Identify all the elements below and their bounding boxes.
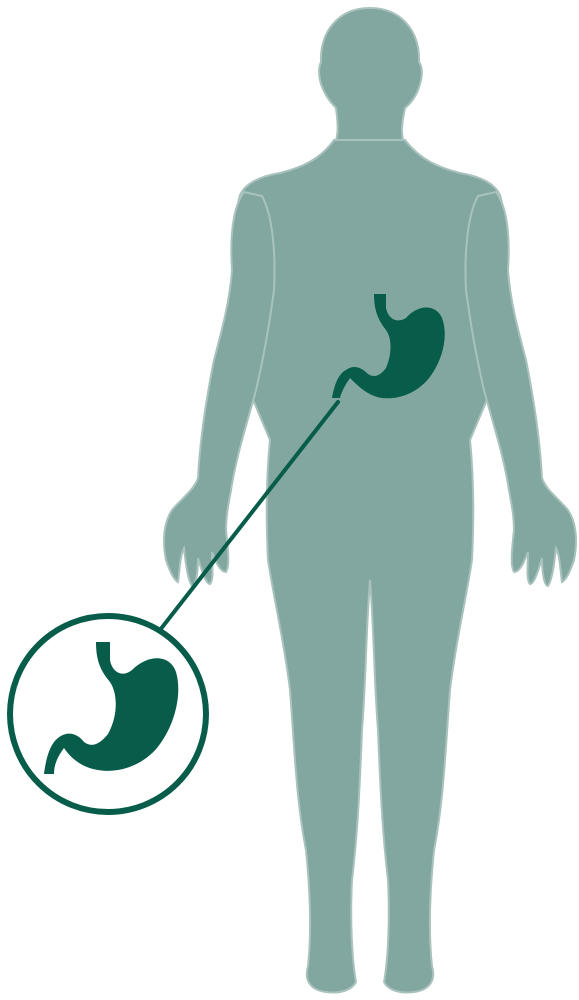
head: [319, 8, 422, 146]
human-body-silhouette: [164, 8, 576, 993]
